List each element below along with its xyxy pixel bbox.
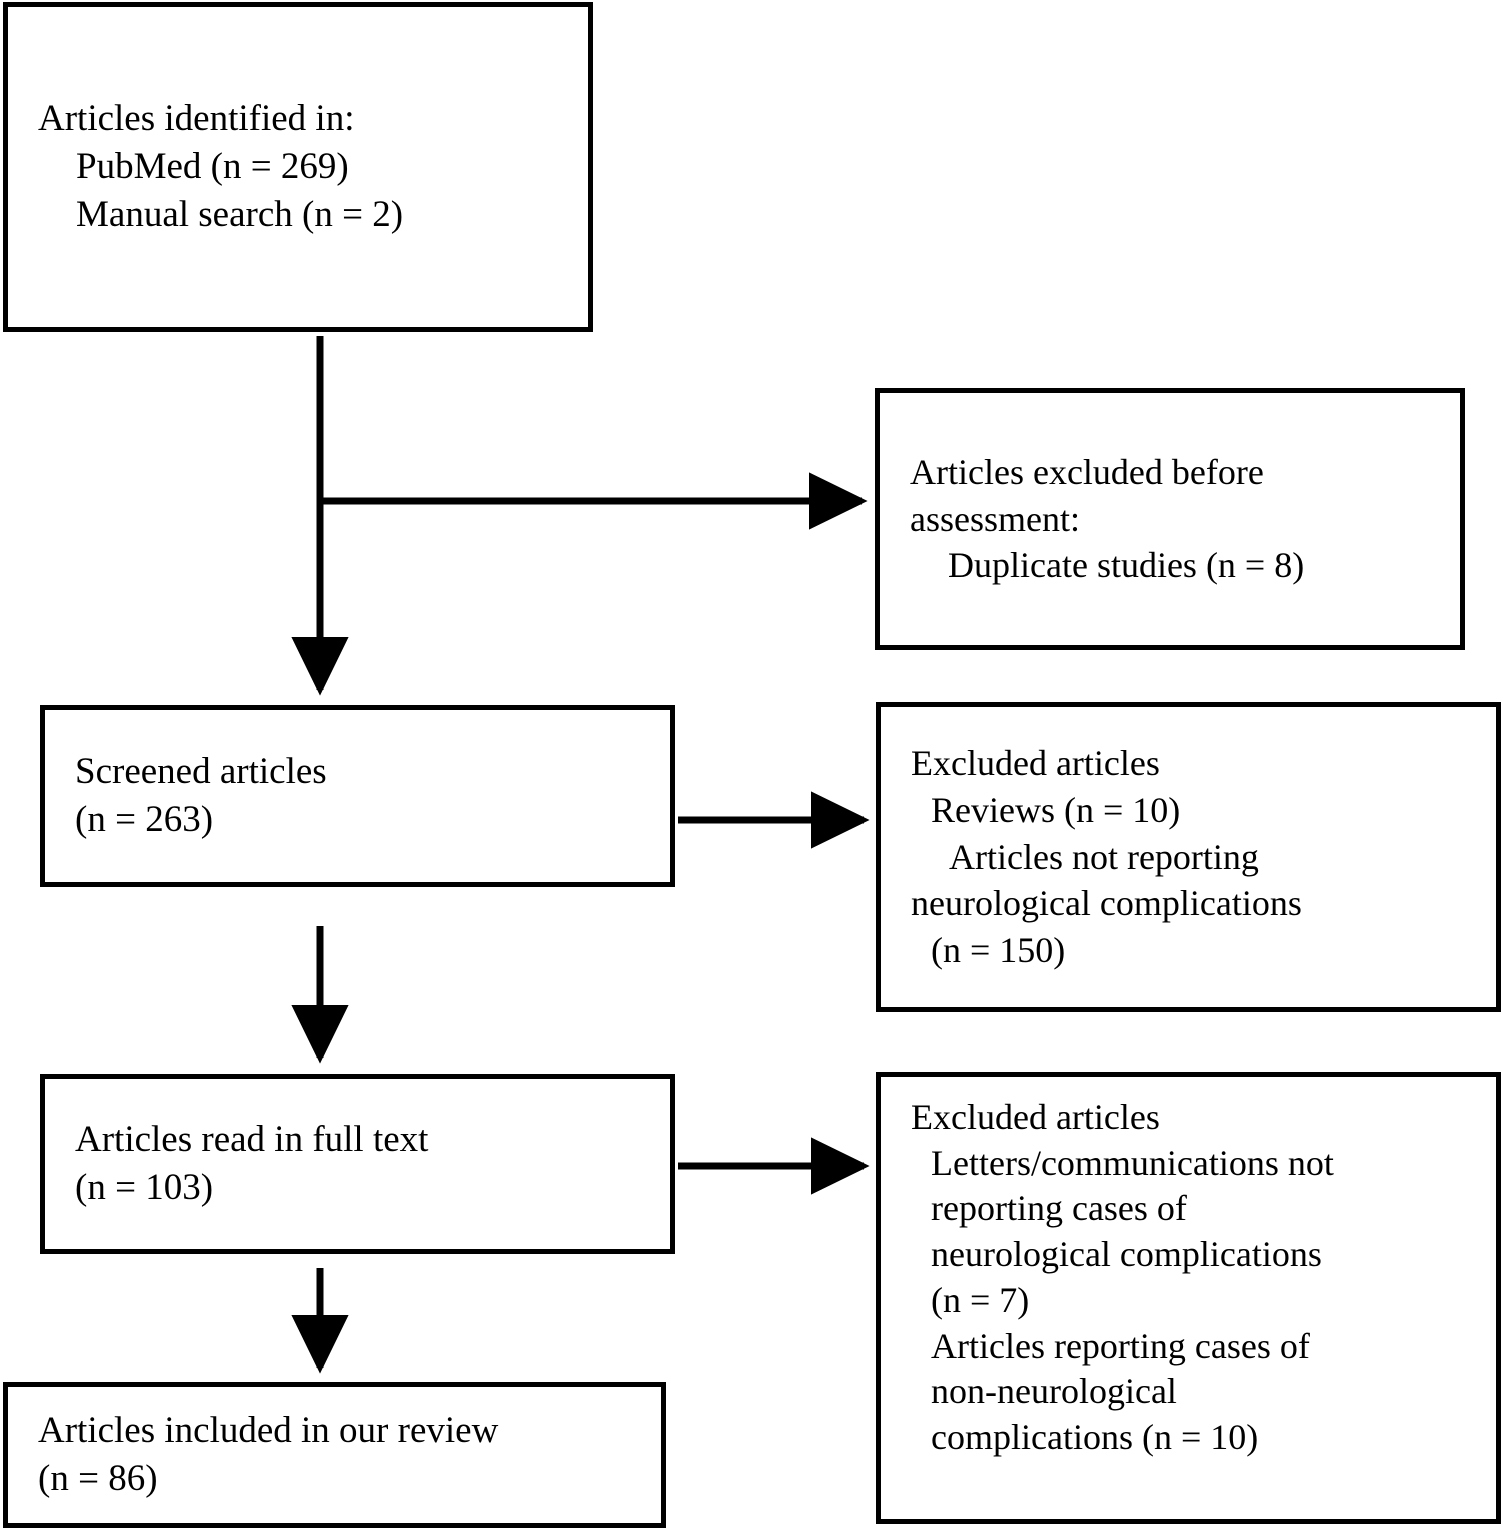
text-line: Articles read in full text [75, 1118, 429, 1160]
text-line: (n = 86) [38, 1458, 158, 1499]
text-line: Articles reporting cases of [931, 1325, 1310, 1366]
box-articles-included: Articles included in our review (n = 86) [3, 1382, 666, 1528]
text-line: Manual search (n = 2) [76, 194, 404, 236]
text-line: assessment: [910, 498, 1080, 539]
text-line: reporting cases of [931, 1188, 1187, 1229]
text-line: Excluded articles [911, 1097, 1160, 1137]
box-articles-read-full-text: Articles read in full text (n = 103) [40, 1074, 675, 1254]
text-line: Letters/communications not [931, 1142, 1334, 1183]
box-articles-excluded-before-assessment: Articles excluded before assessment: Dupli… [875, 388, 1465, 650]
text-line: Articles included in our review [38, 1409, 499, 1451]
text-line: neurological complications [911, 883, 1302, 924]
box-screened-articles-text: Screened articles (n = 263) [45, 748, 670, 844]
text-line: (n = 103) [75, 1167, 214, 1208]
text-line: (n = 7) [931, 1279, 1030, 1320]
box-articles-included-text: Articles included in our review (n = 86) [8, 1407, 661, 1503]
box-articles-read-full-text-text: Articles read in full text (n = 103) [45, 1116, 670, 1212]
text-line: Reviews (n = 10) [931, 789, 1181, 830]
text-line: neurological complications [931, 1234, 1322, 1275]
text-line: PubMed (n = 269) [76, 145, 349, 187]
box-articles-excluded-before-assessment-text: Articles excluded before assessment: Dupli… [880, 449, 1460, 589]
text-line: Articles not reporting [949, 836, 1259, 877]
box-articles-identified: Articles identified in: PubMed (n = 269) M… [3, 2, 593, 332]
box-screened-articles: Screened articles (n = 263) [40, 705, 675, 887]
text-line: Screened articles [75, 750, 327, 792]
text-line: non-neurological [931, 1371, 1177, 1412]
text-line: (n = 150) [931, 930, 1066, 971]
text-line: (n = 263) [75, 799, 214, 840]
text-line: Excluded articles [911, 743, 1160, 783]
text-line: complications (n = 10) [931, 1417, 1259, 1458]
text-line: Articles excluded before [910, 451, 1264, 492]
text-line: Articles identified in: [38, 97, 355, 139]
text-line: Duplicate studies (n = 8) [948, 545, 1305, 586]
box-articles-identified-text: Articles identified in: PubMed (n = 269) M… [8, 95, 588, 239]
